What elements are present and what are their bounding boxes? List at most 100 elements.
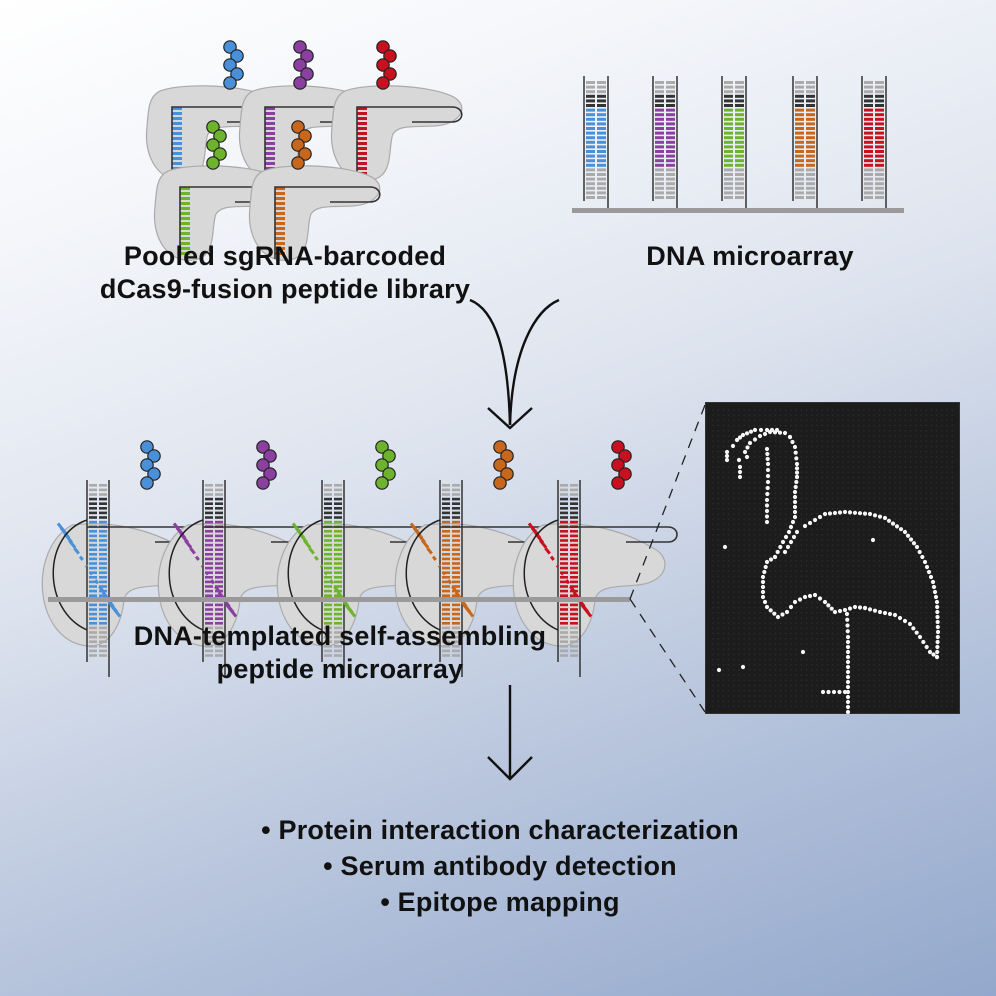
array-spot — [873, 492, 876, 495]
base-pair — [99, 608, 107, 611]
array-spot — [758, 419, 761, 422]
array-spot — [790, 429, 792, 432]
array-spot — [904, 575, 907, 578]
array-spot — [899, 643, 902, 645]
array-spot — [878, 565, 881, 567]
base-pair — [442, 608, 450, 611]
base-pair — [570, 654, 578, 657]
array-spot — [784, 518, 787, 521]
array-spot — [847, 414, 850, 417]
array-spot — [888, 554, 891, 557]
array-spot — [810, 409, 813, 411]
base-pair — [666, 99, 675, 103]
array-spot — [738, 684, 740, 687]
array-spot — [925, 455, 928, 458]
array-spot — [847, 481, 850, 484]
peptide-bead — [230, 67, 244, 81]
array-spot — [920, 689, 922, 692]
array-spot — [847, 445, 850, 448]
base-pair — [560, 511, 568, 515]
base-pair — [795, 104, 804, 107]
array-spot — [748, 533, 751, 536]
flamingo-dot — [892, 612, 898, 618]
array-spot — [894, 559, 896, 562]
array-spot — [836, 700, 839, 703]
array-spot — [826, 643, 829, 645]
base-pair — [795, 117, 804, 121]
array-spot — [883, 528, 886, 531]
array-spot — [712, 549, 714, 552]
array-spot — [904, 617, 907, 619]
array-spot — [899, 627, 902, 630]
array-spot — [951, 669, 954, 671]
application-item: • Serum antibody detection — [323, 851, 677, 881]
array-spot — [732, 481, 735, 484]
array-spot — [764, 533, 766, 536]
array-spot — [758, 611, 761, 614]
flamingo-dot — [764, 497, 770, 503]
array-spot — [800, 622, 803, 625]
base-pair — [735, 154, 744, 158]
array-spot — [940, 570, 943, 573]
base-pair — [586, 196, 595, 199]
array-spot — [816, 601, 818, 604]
base-pair — [452, 562, 460, 565]
array-spot — [925, 674, 928, 677]
base-pair — [205, 603, 213, 607]
array-spot — [873, 533, 876, 536]
array-spot — [790, 533, 792, 536]
array-spot — [769, 705, 772, 708]
array-spot — [940, 674, 943, 677]
array-spot — [769, 528, 772, 531]
array-spot — [810, 466, 813, 469]
array-spot — [727, 596, 730, 599]
array-spot — [712, 497, 714, 500]
array-spot — [831, 617, 834, 619]
array-spot — [831, 445, 834, 448]
array-spot — [920, 658, 922, 661]
array-spot — [748, 528, 751, 531]
base-pair — [875, 104, 884, 107]
array-spot — [914, 497, 917, 500]
array-spot — [764, 528, 766, 531]
base-pair — [666, 127, 675, 130]
array-spot — [722, 606, 725, 609]
array-spot — [920, 617, 922, 619]
array-spot — [857, 632, 860, 635]
array-spot — [868, 424, 870, 427]
dcas9-protein — [41, 523, 195, 647]
array-spot — [753, 606, 756, 609]
array-spot — [795, 705, 798, 708]
flamingo-dot — [847, 510, 853, 515]
array-spot — [717, 440, 720, 443]
array-spot — [758, 601, 761, 604]
array-spot — [810, 580, 813, 583]
array-spot — [857, 658, 860, 661]
base-pair — [875, 122, 884, 126]
array-spot — [862, 554, 865, 557]
base-pair — [597, 163, 606, 167]
array-spot — [753, 419, 756, 422]
base-pair — [89, 640, 97, 643]
array-spot — [852, 471, 855, 474]
arrow-down-icon — [487, 685, 533, 781]
array-spot — [732, 565, 735, 567]
array-spot — [883, 481, 886, 484]
array-spot — [758, 653, 761, 656]
flamingo-dot — [800, 649, 806, 655]
array-spot — [727, 611, 730, 614]
flamingo-dot — [764, 519, 770, 525]
array-spot — [816, 658, 818, 661]
base-pair — [89, 654, 97, 657]
flamingo-dot — [791, 534, 797, 540]
base-pair — [442, 530, 450, 533]
array-spot — [732, 700, 735, 703]
base-pair — [666, 108, 675, 112]
array-spot — [717, 653, 720, 656]
flamingo-dot — [764, 503, 770, 508]
base-pair — [560, 557, 568, 561]
array-spot — [842, 419, 844, 422]
array-spot — [940, 424, 943, 427]
array-spot — [816, 549, 818, 552]
array-spot — [732, 518, 735, 521]
